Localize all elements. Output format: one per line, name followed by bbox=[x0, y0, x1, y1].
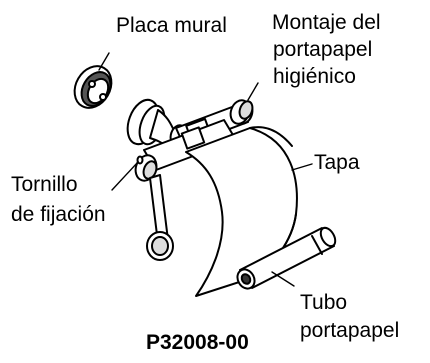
label-set-screw-line2: de fijación bbox=[11, 203, 106, 226]
label-tube-line1: Tubo bbox=[300, 291, 348, 314]
label-mount-line1: Montaje del bbox=[272, 11, 381, 34]
mount-shape bbox=[126, 98, 254, 261]
wall-plate-shape bbox=[73, 65, 113, 109]
set-screw-shape bbox=[136, 155, 144, 165]
label-mount-line3: higiénico bbox=[273, 65, 356, 88]
label-cover: Tapa bbox=[314, 151, 360, 174]
leader-lines bbox=[98, 52, 313, 287]
label-mount-line2: portapapel bbox=[273, 38, 373, 61]
label-tube-line2: portapapel bbox=[300, 319, 400, 342]
label-wall-plate: Placa mural bbox=[116, 14, 227, 37]
label-set-screw-line1: Tornillo bbox=[11, 173, 78, 196]
part-number: P32008-00 bbox=[146, 331, 249, 354]
roller-tube-shape bbox=[236, 226, 337, 290]
